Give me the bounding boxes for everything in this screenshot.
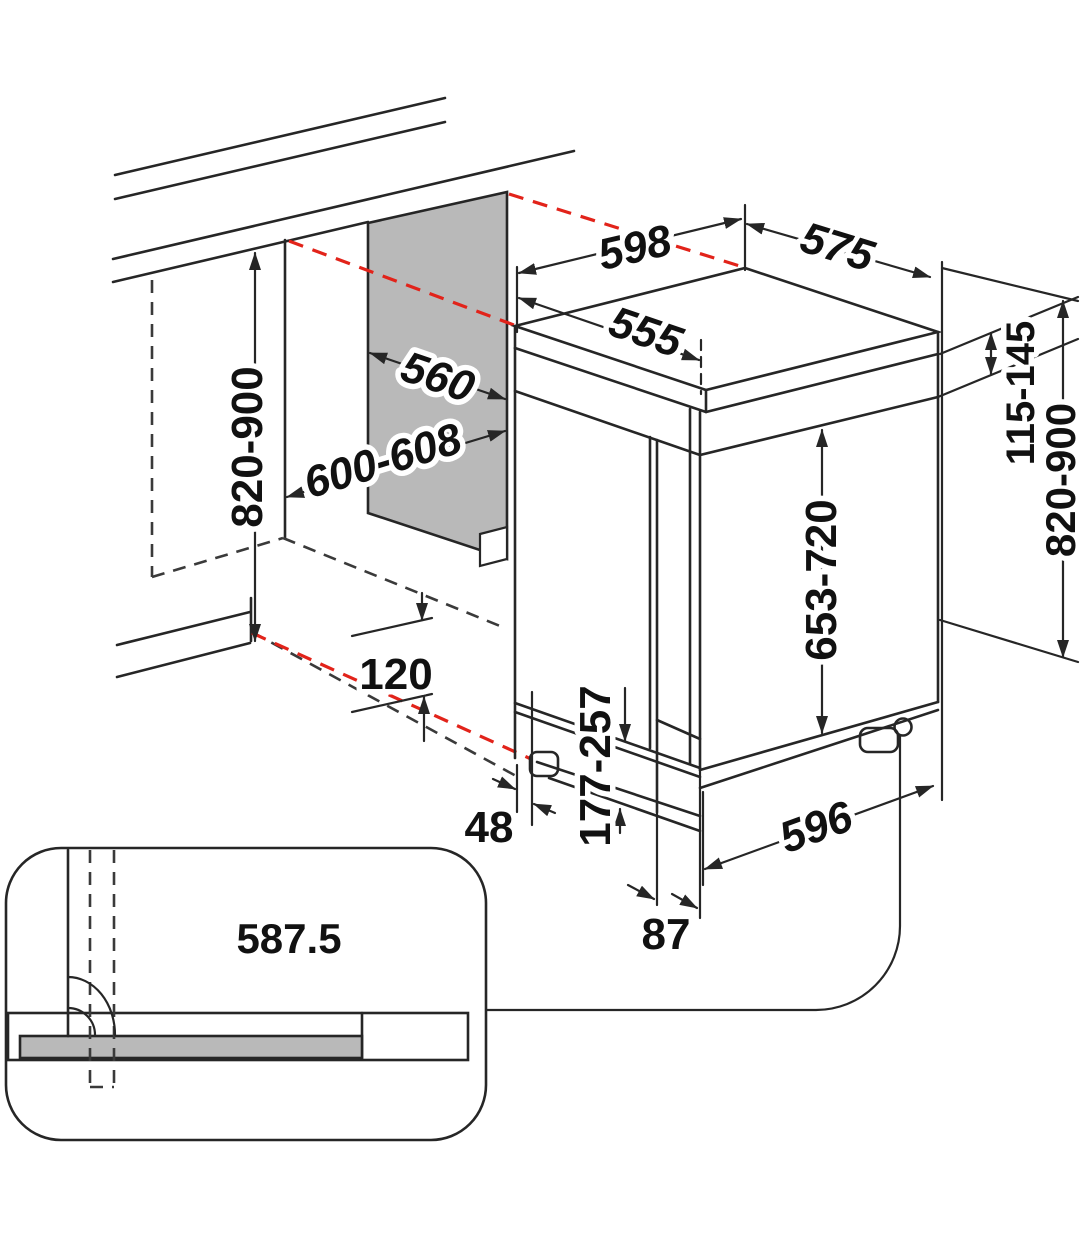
dim-label-plinth-panel-width: 587.5 bbox=[236, 915, 341, 962]
dim-label-foot-inset: 87 bbox=[642, 910, 691, 959]
worktop-and-wall-lines bbox=[111, 96, 576, 284]
door-swing-arc-outer bbox=[66, 975, 117, 1037]
dim-label-depth-top: 575 bbox=[795, 213, 880, 281]
door-swing-arc-inner bbox=[66, 1006, 97, 1037]
dimension-lines bbox=[113, 217, 1069, 944]
dim-label-depth-body: 555 bbox=[603, 297, 689, 367]
left-cabinet bbox=[115, 238, 519, 779]
foot-adjuster-screw bbox=[893, 717, 913, 737]
inset-leader-line bbox=[484, 734, 902, 1012]
dim-label-door-panel-height: 653-720 bbox=[797, 499, 846, 660]
panel-notch bbox=[478, 525, 509, 568]
dim-label-niche-height-right: 820-900 bbox=[1037, 403, 1080, 557]
front-left-foot bbox=[528, 750, 560, 778]
dim-label-plinth-depth: 120 bbox=[359, 650, 432, 699]
plinth-detail-inset bbox=[4, 846, 488, 1142]
dim-label-plinth-height: 177-257 bbox=[571, 685, 620, 846]
plinth-board-gray bbox=[18, 1034, 364, 1060]
dishwasher-body bbox=[510, 266, 943, 833]
dim-label-niche-height-left: 820-900 bbox=[223, 366, 272, 527]
dimension-labels: 598 575 555 560 600-608 820-900 115-145 … bbox=[218, 207, 1080, 967]
dim-label-worktop-clearance: 115-145 bbox=[999, 321, 1043, 466]
front-right-foot bbox=[858, 726, 900, 754]
dim-label-body-width: 596 bbox=[773, 792, 859, 863]
dim-label-door-thickness: 48 bbox=[465, 803, 514, 852]
